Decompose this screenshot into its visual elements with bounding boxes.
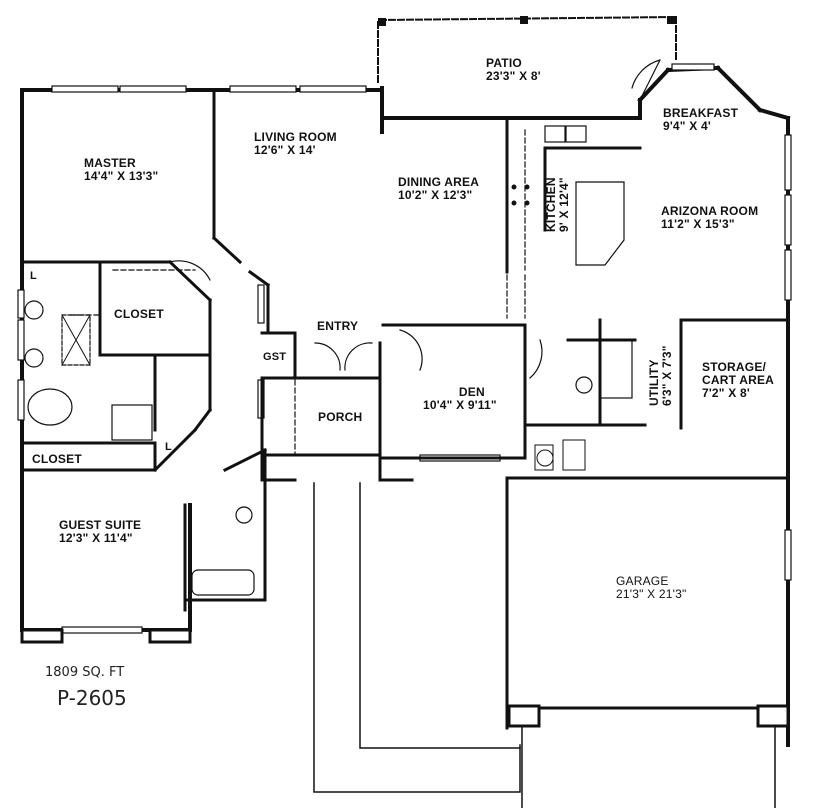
- room-linen-1: L: [30, 270, 37, 283]
- room-name: KITCHEN: [544, 177, 558, 232]
- room-dimensions: 12'6" X 14': [254, 143, 316, 157]
- room-name: GST: [263, 351, 287, 363]
- room-dimensions: 7'2" X 8': [702, 386, 750, 400]
- room-guest-suite: GUEST SUITE 12'3" X 11'4": [59, 519, 141, 545]
- room-name: BREAKFAST: [663, 106, 739, 120]
- room-name: DINING AREA: [398, 175, 480, 189]
- room-name: ENTRY: [317, 319, 359, 333]
- room-dimensions: 14'4" X 13'3": [84, 169, 159, 183]
- room-name: MASTER: [84, 156, 136, 170]
- room-name-line2: CART AREA: [702, 373, 775, 387]
- room-dimensions: 6'3" X 7'3": [660, 345, 674, 406]
- room-hall-closet: CLOSET: [32, 453, 82, 466]
- room-name: L: [30, 270, 37, 282]
- room-master-closet: CLOSET: [114, 308, 164, 321]
- room-breakfast: BREAKFAST 9'4" X 4': [663, 107, 738, 133]
- room-name: LIVING ROOM: [254, 130, 337, 144]
- room-dimensions: 23'3" X 8': [486, 69, 541, 83]
- room-name: L: [165, 441, 172, 453]
- room-name: UTILITY: [647, 359, 661, 406]
- room-living-room: LIVING ROOM 12'6" X 14': [254, 131, 337, 157]
- room-dimensions: 12'3" X 11'4": [59, 531, 133, 545]
- room-dimensions: 21'3" X 21'3": [616, 587, 687, 601]
- room-entry: ENTRY: [317, 320, 358, 333]
- room-name: PORCH: [318, 410, 363, 424]
- room-garage: GARAGE 21'3" X 21'3": [616, 575, 686, 601]
- room-name: DEN: [458, 385, 485, 399]
- room-name: STORAGE/: [702, 360, 767, 374]
- room-den: DEN 10'4" X 9'11": [423, 386, 497, 412]
- room-name: CLOSET: [32, 452, 82, 466]
- room-dimensions: 9'4" X 4': [663, 119, 711, 133]
- room-linen-2: L: [165, 441, 172, 454]
- room-dimensions: 11'2" X 15'3": [661, 217, 735, 231]
- room-master: MASTER 14'4" X 13'3": [84, 157, 158, 183]
- room-kitchen: KITCHEN 9' X 12'4": [544, 177, 571, 232]
- room-name: GUEST SUITE: [59, 518, 142, 532]
- room-dimensions: 10'2" X 12'3": [398, 188, 473, 202]
- room-dimensions: 10'4" X 9'11": [423, 398, 497, 412]
- room-arizona-room: ARIZONA ROOM 11'2" X 15'3": [661, 205, 758, 231]
- room-utility: UTILITY 6'3" X 7'3": [647, 345, 674, 406]
- room-name: GARAGE: [616, 574, 669, 588]
- room-name: CLOSET: [114, 307, 164, 321]
- room-dining-area: DINING AREA 10'2" X 12'3": [398, 176, 479, 202]
- room-porch: PORCH: [318, 411, 362, 424]
- room-storage-cart-area: STORAGE/ CART AREA 7'2" X 8': [702, 361, 774, 400]
- plan-number: P-2605: [57, 686, 127, 710]
- room-patio: PATIO 23'3" X 8': [486, 57, 541, 83]
- square-footage: 1809 SQ. FT: [45, 665, 125, 680]
- room-name: ARIZONA ROOM: [661, 204, 759, 218]
- room-gst: GST: [263, 351, 286, 364]
- room-dimensions: 9' X 12'4": [557, 177, 571, 232]
- room-name: PATIO: [486, 56, 522, 70]
